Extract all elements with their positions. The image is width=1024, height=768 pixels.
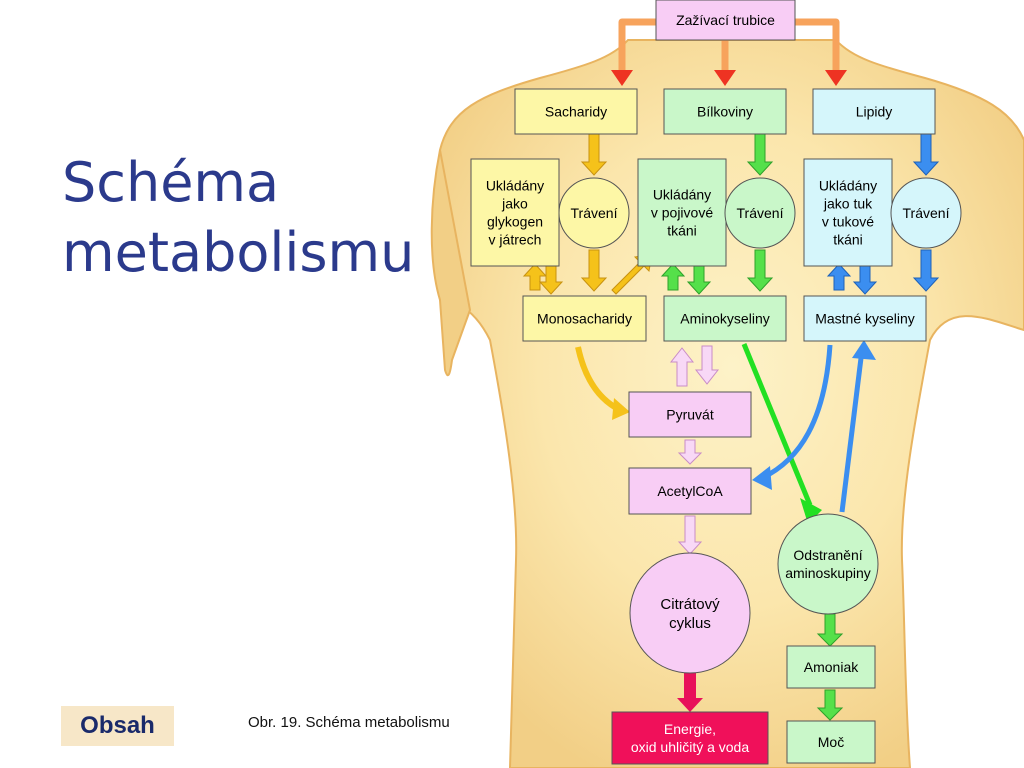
node-circle <box>724 177 796 249</box>
node-label: Aminokyseliny <box>680 310 769 326</box>
node-circle <box>777 513 879 615</box>
node-label: tkáni <box>833 231 863 247</box>
node-box <box>628 391 752 438</box>
node-box <box>786 720 876 764</box>
green-arrows <box>660 133 844 721</box>
node-box <box>663 88 787 135</box>
node-box <box>514 88 638 135</box>
node-box <box>522 295 647 342</box>
node-label: v tukové <box>822 213 874 229</box>
node-box <box>470 158 560 267</box>
node-label: Energie, <box>664 721 716 737</box>
blue-line-to-mastne <box>839 349 865 513</box>
blue-line-head-2 <box>852 340 876 360</box>
node-sacharidy: Sacharidy <box>514 88 638 135</box>
node-pyruvat: Pyruvát <box>628 391 752 438</box>
node-monosacharidy: Monosacharidy <box>522 295 647 342</box>
node-citratovy: Citrátový cyklus <box>629 552 751 674</box>
node-ukladany-tuk: Ukládány jako tuk v tukové tkáni <box>803 158 893 267</box>
node-box <box>637 158 727 267</box>
node-ukladany-jatra: Ukládány jako glykogen v játrech <box>470 158 560 267</box>
node-box <box>803 295 927 342</box>
red-arrowheads <box>611 70 847 86</box>
node-label: Lipidy <box>856 103 893 119</box>
green-diagonal-head <box>800 498 822 524</box>
node-label: Monosacharidy <box>537 310 632 326</box>
blue-curve-to-acetyl <box>760 344 833 481</box>
node-amoniak: Amoniak <box>786 645 876 689</box>
blue-arrows <box>826 133 940 295</box>
node-traveni2: Trávení <box>724 177 796 249</box>
node-label: Ukládány <box>653 186 711 202</box>
orange-feed-arrows <box>618 18 840 72</box>
red-energy-arrow <box>677 672 703 712</box>
node-label: glykogen <box>487 213 543 229</box>
node-circle <box>629 552 751 674</box>
node-label: Trávení <box>571 205 618 221</box>
blue-curve-head-1 <box>752 466 772 490</box>
figure-caption: Obr. 19. Schéma metabolismu <box>248 714 450 731</box>
node-label: v játrech <box>489 231 542 247</box>
node-label: AcetylCoA <box>657 483 723 499</box>
node-aminokyseliny: Aminokyseliny <box>663 295 787 342</box>
node-label: Bílkoviny <box>697 103 753 119</box>
node-label: Zažívací trubice <box>676 12 775 28</box>
node-circle <box>890 177 962 249</box>
node-moc: Moč <box>786 720 876 764</box>
pink-arrows <box>669 345 720 555</box>
node-label: Trávení <box>903 205 950 221</box>
slide-title: Schéma metabolismu <box>62 151 415 284</box>
left-arm <box>430 149 472 377</box>
node-label: Odstranění <box>793 547 862 563</box>
node-traveni1: Trávení <box>558 177 630 249</box>
green-diagonal-arrow <box>741 343 813 506</box>
node-label: v pojivové <box>651 204 713 220</box>
node-box <box>803 158 893 267</box>
node-acetylcoa: AcetylCoA <box>628 467 752 515</box>
node-label: Ukládány <box>486 177 544 193</box>
node-box <box>663 295 787 342</box>
node-box <box>786 645 876 689</box>
node-traveni3: Trávení <box>890 177 962 249</box>
node-label: Pyruvát <box>666 406 714 422</box>
node-ukladany-pojivo: Ukládány v pojivové tkáni <box>637 158 727 267</box>
node-box <box>812 88 936 135</box>
node-odstraneni: Odstranění aminoskupiny <box>777 513 879 615</box>
node-label: Sacharidy <box>545 103 607 119</box>
obsah-button[interactable]: Obsah <box>61 706 174 746</box>
node-label: Moč <box>818 734 844 750</box>
node-label: jako tuk <box>823 195 873 211</box>
node-label: aminoskupiny <box>785 565 871 581</box>
node-label: tkáni <box>667 222 697 238</box>
node-mastne: Mastné kyseliny <box>803 295 927 342</box>
node-energie: Energie, oxid uhličitý a voda <box>611 711 769 765</box>
node-label: cyklus <box>669 615 711 632</box>
node-lipidy: Lipidy <box>812 88 936 135</box>
node-label: jako <box>501 195 528 211</box>
node-box <box>611 711 769 765</box>
node-bilkoviny: Bílkoviny <box>663 88 787 135</box>
node-label: Citrátový <box>660 596 720 613</box>
node-label: Mastné kyseliny <box>815 310 915 326</box>
node-label: oxid uhličitý a voda <box>631 739 750 755</box>
node-circle <box>558 177 630 249</box>
node-label: Amoniak <box>804 659 859 675</box>
node-label: Ukládány <box>819 177 877 193</box>
node-label: Trávení <box>737 205 784 221</box>
node-box <box>628 467 752 515</box>
node-box <box>655 0 796 41</box>
node-trubice: Zažívací trubice <box>655 0 796 41</box>
yellow-curve-head <box>612 398 630 420</box>
